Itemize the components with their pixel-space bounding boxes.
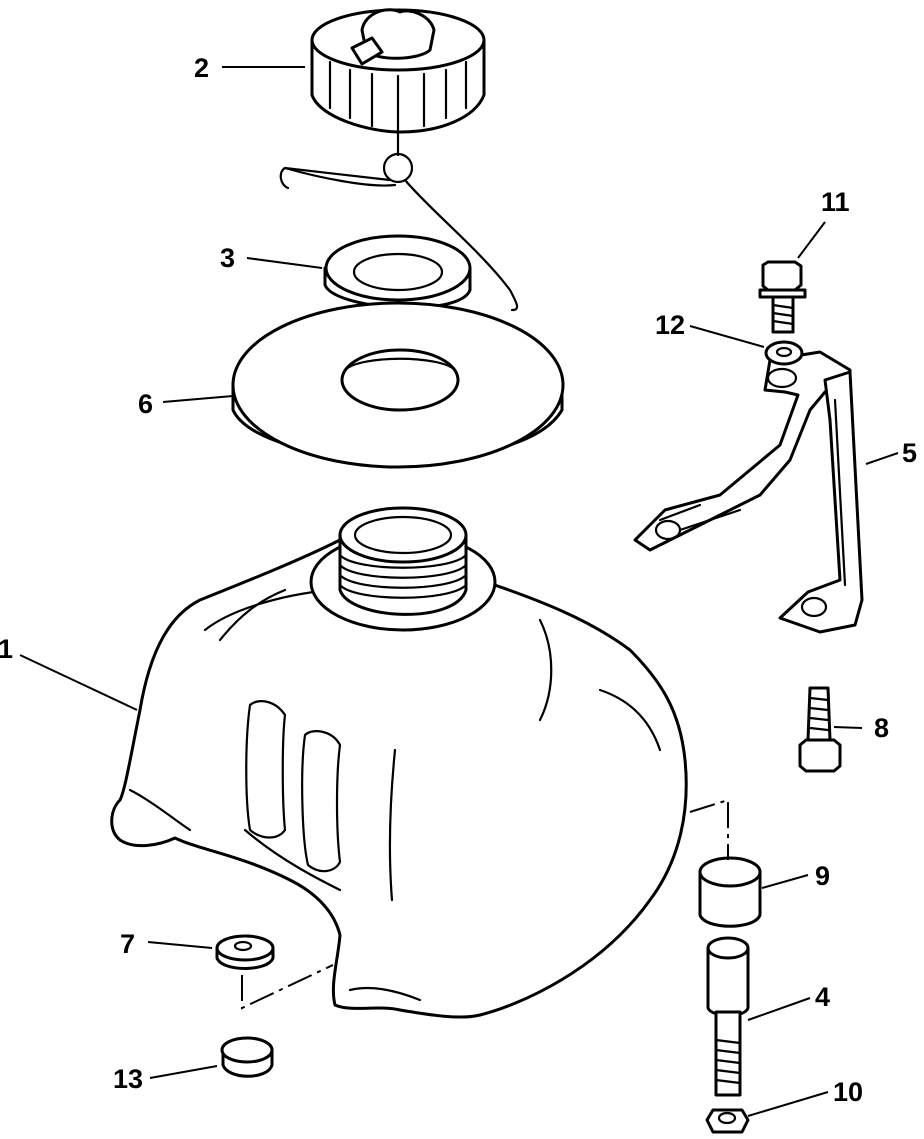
bracket-washer	[764, 340, 804, 366]
mounting-bracket	[633, 350, 864, 634]
callout-9: 9	[815, 861, 830, 891]
callout-11: 11	[821, 187, 850, 217]
grommet	[215, 934, 275, 970]
callout-2: 2	[194, 53, 209, 83]
callout-10: 10	[833, 1077, 863, 1107]
stud-bolt	[798, 686, 842, 773]
stud-nut	[705, 1108, 750, 1134]
fuel-tank	[110, 506, 688, 1019]
filler-cap	[279, 8, 519, 312]
callout-7: 7	[120, 929, 135, 959]
cap-plug	[220, 1036, 274, 1078]
spacer-stud	[706, 936, 750, 1097]
callout-labels: 1 2 3 4 5 6 7 8 9 10 11 12 13	[0, 53, 917, 1107]
assembly-centerlines	[241, 798, 729, 1010]
callout-8: 8	[874, 713, 889, 743]
callout-1: 1	[0, 634, 13, 664]
cap-gasket	[323, 234, 472, 310]
callout-6: 6	[138, 389, 153, 419]
callout-4: 4	[815, 982, 830, 1012]
leader-lines	[19, 66, 899, 1117]
callout-13: 13	[113, 1064, 143, 1094]
callout-3: 3	[220, 243, 235, 273]
upper-bushing	[698, 856, 762, 928]
bracket-bolt	[758, 260, 807, 334]
callout-5: 5	[902, 438, 917, 468]
foam-pad	[231, 301, 565, 469]
callout-12: 12	[655, 310, 685, 340]
